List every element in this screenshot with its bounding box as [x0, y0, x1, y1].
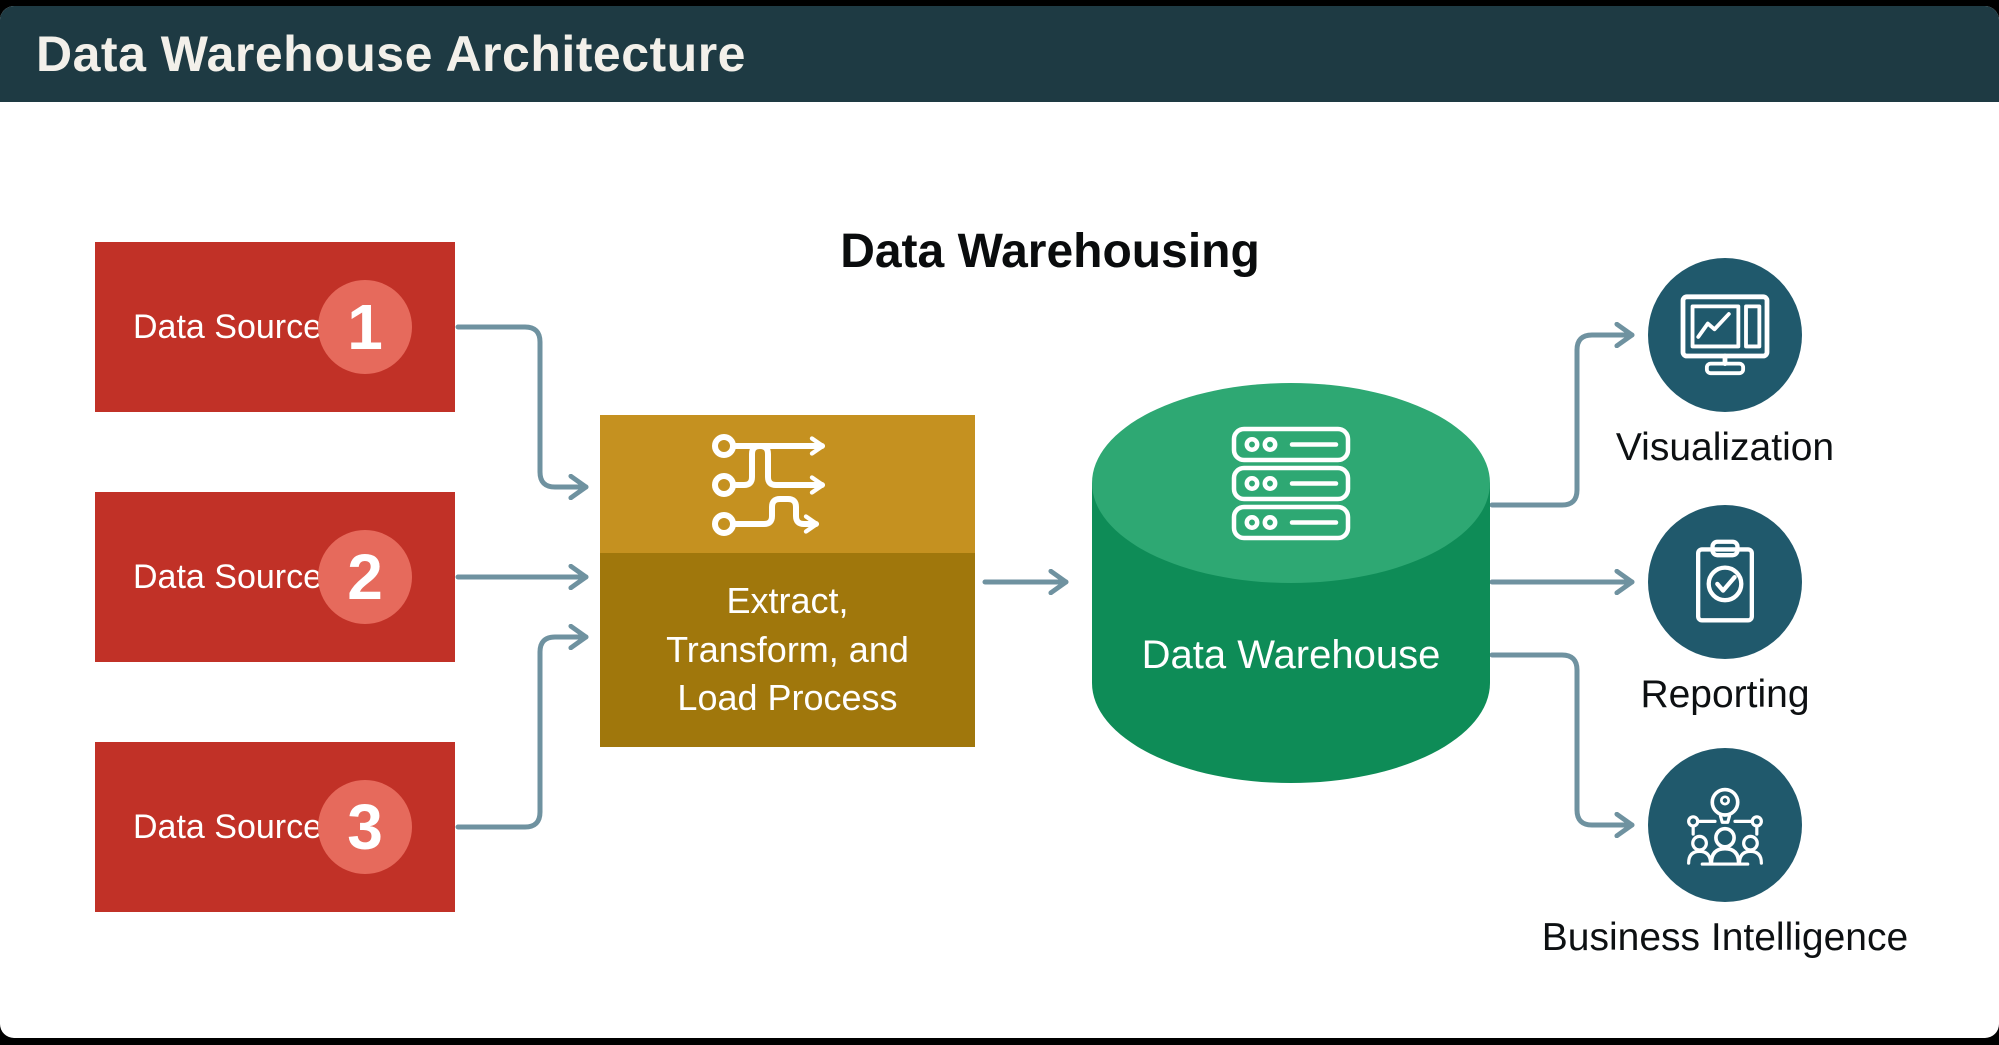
reporting-label: Reporting	[1640, 673, 1810, 716]
clipboard-check-icon	[1696, 539, 1754, 623]
etl-label-panel: Extract, Transform, and Load Process	[600, 553, 975, 747]
monitor-chart-icon	[1680, 294, 1770, 376]
infographic-card: Data Warehouse Architecture Data Source …	[0, 6, 1999, 1038]
cylinder-shape	[1092, 383, 1490, 783]
arrow-source3-to-etl	[455, 637, 589, 830]
connector-arrows	[455, 6, 1635, 1038]
source-number-badge: 1	[318, 280, 412, 374]
arrow-warehouse-to-visualization	[1489, 335, 1635, 508]
visualization-circle	[1648, 258, 1802, 412]
data-source-3-box: Data Source 3	[95, 742, 455, 912]
data-source-label: Data Source	[133, 557, 322, 596]
business-intelligence-circle	[1648, 748, 1802, 902]
data-warehouse-cylinder: Data Warehouse	[1092, 383, 1490, 783]
reporting-circle	[1648, 505, 1802, 659]
warehouse-label: Data Warehouse	[1141, 633, 1441, 677]
etl-icon-panel	[600, 415, 975, 553]
data-source-label: Data Source	[133, 807, 322, 846]
server-stack-icon	[1231, 426, 1351, 541]
etl-process-box: Extract, Transform, and Load Process	[600, 415, 975, 747]
source-number-badge: 2	[318, 530, 412, 624]
people-lightbulb-icon	[1687, 787, 1763, 866]
data-flow-icon	[711, 434, 825, 536]
business-intelligence-label: Business Intelligence	[1541, 916, 1909, 959]
data-source-label: Data Source	[133, 307, 322, 346]
visualization-label: Visualization	[1615, 426, 1835, 469]
source-number-badge: 3	[318, 780, 412, 874]
data-source-1-box: Data Source 1	[95, 242, 455, 412]
arrow-source1-to-etl	[455, 324, 589, 487]
data-source-2-box: Data Source 2	[95, 492, 455, 662]
etl-label: Extract, Transform, and Load Process	[666, 580, 909, 719]
diagram-title: Data Warehousing	[840, 225, 1260, 278]
page-title: Data Warehouse Architecture	[36, 26, 746, 82]
arrow-warehouse-to-business-intelligence	[1489, 652, 1635, 825]
title-bar: Data Warehouse Architecture	[0, 6, 1999, 102]
